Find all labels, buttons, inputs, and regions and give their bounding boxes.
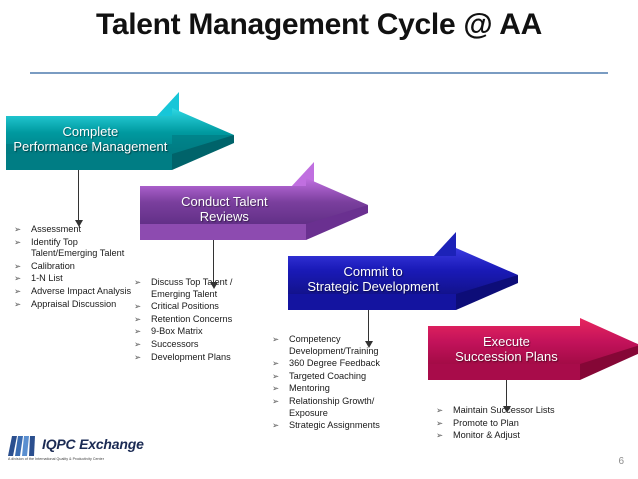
list-item: ➢ Mentoring bbox=[272, 383, 414, 395]
bullet-marker-icon: ➢ bbox=[14, 273, 22, 284]
bullet-marker-icon: ➢ bbox=[272, 334, 280, 344]
connector-stem bbox=[368, 310, 369, 341]
bullet-marker-icon: ➢ bbox=[134, 338, 142, 349]
stage-arrow-execute-succession-plans[interactable]: Execute Succession Plans bbox=[428, 318, 638, 380]
list-item-label: Strategic Assignments bbox=[289, 420, 380, 431]
connector-arrowhead-icon bbox=[210, 282, 218, 289]
bullet-list-items: ➢ Discuss Top Talent / Emerging Talent ➢ Cr… bbox=[134, 277, 266, 363]
bullet-marker-icon: ➢ bbox=[134, 277, 142, 287]
arrow-shape-icon bbox=[428, 318, 638, 380]
list-item: ➢ Targeted Coaching bbox=[272, 371, 414, 383]
list-item: ➢ Competency Development/Training bbox=[272, 334, 414, 357]
list-item-label: Adverse Impact Analysis bbox=[31, 285, 132, 296]
bullet-marker-icon: ➢ bbox=[436, 430, 444, 441]
bullet-list-succession-plans: ➢Maintain Successor Lists➢Promote to Pla… bbox=[436, 405, 586, 443]
list-item: ➢ Successors bbox=[134, 339, 266, 351]
bullet-marker-icon: ➢ bbox=[272, 358, 280, 369]
list-item: ➢ Assessment bbox=[14, 224, 132, 236]
list-item-label: Appraisal Discussion bbox=[31, 298, 117, 309]
bullet-marker-icon: ➢ bbox=[436, 405, 444, 415]
bullet-list-strategic-development: ➢ Competency Development/Training ➢ 360 Deg… bbox=[272, 334, 414, 433]
bullet-list-items: ➢ Assessment ➢ Identify Top Talent/Emerging… bbox=[14, 224, 132, 310]
arrow-shape-icon bbox=[140, 178, 368, 240]
bullet-marker-icon: ➢ bbox=[134, 301, 142, 312]
logo-wordmark: IQPC Exchange bbox=[42, 436, 144, 452]
list-item-label: 1-N List bbox=[31, 273, 63, 284]
arrow-shape-icon bbox=[288, 248, 518, 310]
list-item-label: Development Plans bbox=[151, 351, 231, 362]
page-number: 6 bbox=[618, 456, 624, 467]
list-item: ➢ Monitor & Adjust bbox=[436, 430, 586, 442]
list-item: ➢ Adverse Impact Analysis bbox=[14, 286, 132, 298]
bullet-marker-icon: ➢ bbox=[134, 326, 142, 337]
list-item-label: Relationship Growth/ Exposure bbox=[289, 395, 375, 418]
arrow-fold-blue bbox=[432, 232, 456, 258]
connector-arrowhead-icon bbox=[75, 220, 83, 227]
connector-stem bbox=[506, 380, 507, 406]
list-item-label: Monitor & Adjust bbox=[453, 430, 520, 441]
list-item-label: Calibration bbox=[31, 260, 75, 271]
list-item: ➢ 360 Degree Feedback bbox=[272, 358, 414, 370]
bullet-list-performance-management: ➢ Assessment ➢ Identify Top Talent/Emerging… bbox=[14, 224, 132, 311]
list-item-label: Competency Development/Training bbox=[289, 334, 379, 356]
list-item-label: 360 Degree Feedback bbox=[289, 358, 380, 369]
page-title: Talent Management Cycle @ AA bbox=[96, 8, 542, 41]
title-divider bbox=[30, 72, 608, 74]
list-item-label: Mentoring bbox=[289, 383, 330, 394]
list-item: ➢ Development Plans bbox=[134, 352, 266, 364]
list-item-label: Retention Concerns bbox=[151, 313, 233, 324]
list-item: ➢ 9-Box Matrix bbox=[134, 326, 266, 338]
logo-tagline: A division of the International Quality … bbox=[8, 457, 104, 461]
list-item-label: Targeted Coaching bbox=[289, 370, 367, 381]
bullet-marker-icon: ➢ bbox=[134, 313, 142, 324]
connector-stem bbox=[78, 170, 79, 220]
bullet-list-talent-reviews: ➢ Discuss Top Talent / Emerging Talent ➢ Cr… bbox=[134, 277, 266, 364]
bullet-list-items: ➢ Competency Development/Training ➢ 360 Deg… bbox=[272, 334, 414, 432]
bullet-marker-icon: ➢ bbox=[436, 417, 444, 428]
list-item: ➢ Retention Concerns bbox=[134, 314, 266, 326]
logo-bars-icon bbox=[8, 436, 35, 456]
list-item-label: Promote to Plan bbox=[453, 417, 519, 428]
bullet-marker-icon: ➢ bbox=[14, 260, 22, 271]
bullet-marker-icon: ➢ bbox=[272, 395, 280, 406]
list-item-label: Assessment bbox=[31, 224, 82, 234]
list-item: ➢Maintain Successor Lists bbox=[436, 405, 586, 417]
bullet-list-items: ➢Maintain Successor Lists➢Promote to Pla… bbox=[436, 405, 586, 442]
connector-stem bbox=[213, 240, 214, 282]
stage-arrow-complete-performance-management[interactable]: Complete Performance Management bbox=[6, 108, 234, 170]
list-item-label: Identify Top Talent/Emerging Talent bbox=[31, 236, 125, 259]
connector-arrowhead-icon bbox=[365, 341, 373, 348]
list-item: ➢ Appraisal Discussion bbox=[14, 299, 132, 311]
bullet-marker-icon: ➢ bbox=[14, 236, 22, 247]
bullet-marker-icon: ➢ bbox=[272, 420, 280, 431]
list-item: ➢ Critical Positions bbox=[134, 301, 266, 313]
stage-arrow-conduct-talent-reviews[interactable]: Conduct Talent Reviews bbox=[140, 178, 368, 240]
bullet-marker-icon: ➢ bbox=[134, 351, 142, 362]
bullet-marker-icon: ➢ bbox=[14, 285, 22, 296]
list-item: ➢ Discuss Top Talent / Emerging Talent bbox=[134, 277, 266, 300]
list-item: ➢ Promote to Plan bbox=[436, 418, 586, 430]
stage-arrow-commit-to-strategic-development[interactable]: Commit to Strategic Development bbox=[288, 248, 518, 310]
list-item: ➢ 1-N List bbox=[14, 273, 132, 285]
list-item: ➢ Calibration bbox=[14, 261, 132, 273]
list-item-label: Critical Positions bbox=[151, 301, 219, 312]
connector-arrowhead-icon bbox=[503, 406, 511, 413]
bullet-marker-icon: ➢ bbox=[272, 383, 280, 394]
iqpc-exchange-logo: IQPC Exchange A division of the Internat… bbox=[8, 432, 144, 472]
list-item: ➢ Identify Top Talent/Emerging Talent bbox=[14, 237, 132, 260]
arrow-shape-icon bbox=[6, 108, 234, 170]
list-item: ➢ Relationship Growth/ Exposure bbox=[272, 396, 414, 419]
list-item-label: Discuss Top Talent / Emerging Talent bbox=[151, 277, 233, 299]
list-item-label: Successors bbox=[151, 338, 199, 349]
list-item-label: 9-Box Matrix bbox=[151, 326, 203, 337]
bullet-marker-icon: ➢ bbox=[14, 298, 22, 309]
bullet-marker-icon: ➢ bbox=[272, 370, 280, 381]
list-item: ➢ Strategic Assignments bbox=[272, 420, 414, 432]
bullet-marker-icon: ➢ bbox=[14, 224, 22, 234]
